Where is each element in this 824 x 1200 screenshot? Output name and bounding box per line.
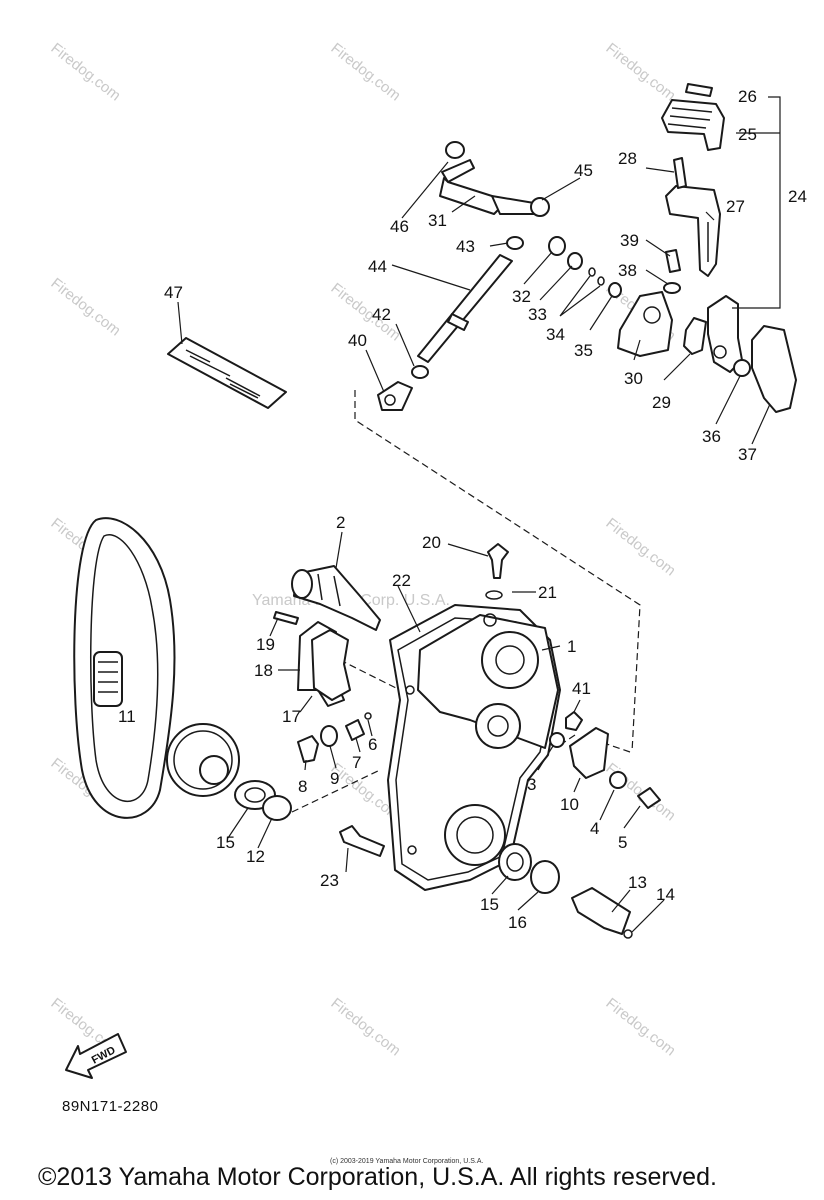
diagram-part-number: 89N171-2280 xyxy=(62,1098,159,1115)
callout-23: 23 xyxy=(320,871,339,890)
callout-36: 36 xyxy=(702,427,721,446)
callout-5: 5 xyxy=(618,833,627,852)
callout-17: 17 xyxy=(282,707,301,726)
gearcase xyxy=(387,604,561,891)
callout-18: 18 xyxy=(254,661,273,680)
callout-30: 30 xyxy=(624,369,643,388)
callout-27: 27 xyxy=(726,197,745,216)
shift-drum xyxy=(291,565,381,631)
watermark-text: Firedog.com xyxy=(603,40,679,105)
callout-25: 25 xyxy=(738,125,757,144)
callout-3: 3 xyxy=(527,775,536,794)
callout-21: 21 xyxy=(538,583,557,602)
callout-39: 39 xyxy=(620,231,639,250)
callout-44: 44 xyxy=(368,257,387,276)
reference-lines xyxy=(291,390,641,813)
callout-6: 6 xyxy=(368,735,377,754)
small-parts xyxy=(273,543,661,939)
callout-24: 24 xyxy=(788,187,807,206)
callout-40: 40 xyxy=(348,331,367,350)
callout-47: 47 xyxy=(164,283,183,302)
callout-33: 33 xyxy=(528,305,547,324)
callout-19: 19 xyxy=(256,635,275,654)
callout-1: 1 xyxy=(567,637,576,656)
watermark-text: Firedog.com xyxy=(328,995,404,1060)
leader-lines xyxy=(177,161,771,933)
watermark-text: Firedog.com xyxy=(603,760,679,825)
callout-16: 16 xyxy=(508,913,527,932)
shift-plates xyxy=(297,621,351,707)
callout-11: 11 xyxy=(118,707,136,726)
callout-32: 32 xyxy=(512,287,531,306)
callout-28: 28 xyxy=(618,149,637,168)
watermark-text: Firedog.com xyxy=(48,40,124,105)
sprocket-assembly xyxy=(166,723,292,821)
callout-31: 31 xyxy=(428,211,447,230)
callout-37: 37 xyxy=(738,445,757,464)
callout-20: 20 xyxy=(422,533,441,552)
callout-13: 13 xyxy=(628,873,647,892)
callout-numbers: 1 2 3 4 5 6 7 8 9 10 11 12 13 14 15 15 1… xyxy=(118,87,807,932)
watermark-text: Firedog.com xyxy=(603,995,679,1060)
callout-14: 14 xyxy=(656,885,675,904)
callout-26: 26 xyxy=(738,87,757,106)
callout-29: 29 xyxy=(652,393,671,412)
copyright-footer: ©2013 Yamaha Motor Corporation, U.S.A. A… xyxy=(38,1163,717,1191)
callout-45: 45 xyxy=(574,161,593,180)
drive-chain xyxy=(73,517,176,819)
callout-2: 2 xyxy=(336,513,345,532)
callout-42: 42 xyxy=(372,305,391,324)
callout-43: 43 xyxy=(456,237,475,256)
callout-7: 7 xyxy=(352,753,361,772)
callout-46: 46 xyxy=(390,217,409,236)
callout-15-left: 15 xyxy=(216,833,235,852)
linkage-assembly xyxy=(377,83,797,413)
callout-15-right: 15 xyxy=(480,895,499,914)
callout-41: 41 xyxy=(572,679,591,698)
callout-10: 10 xyxy=(560,795,579,814)
callout-34: 34 xyxy=(546,325,565,344)
callout-38: 38 xyxy=(618,261,637,280)
decal-label xyxy=(167,337,287,409)
callout-4: 4 xyxy=(590,819,599,838)
watermark-text: Firedog.com xyxy=(48,275,124,340)
callout-35: 35 xyxy=(574,341,593,360)
watermark-text: Firedog.com xyxy=(328,40,404,105)
small-copyright-text: (c) 2003-2019 Yamaha Motor Corporation, … xyxy=(330,1158,484,1165)
callout-22: 22 xyxy=(392,571,411,590)
callout-8: 8 xyxy=(298,777,307,796)
callout-12: 12 xyxy=(246,847,265,866)
watermark-text: Firedog.com xyxy=(603,515,679,580)
callout-9: 9 xyxy=(330,769,339,788)
